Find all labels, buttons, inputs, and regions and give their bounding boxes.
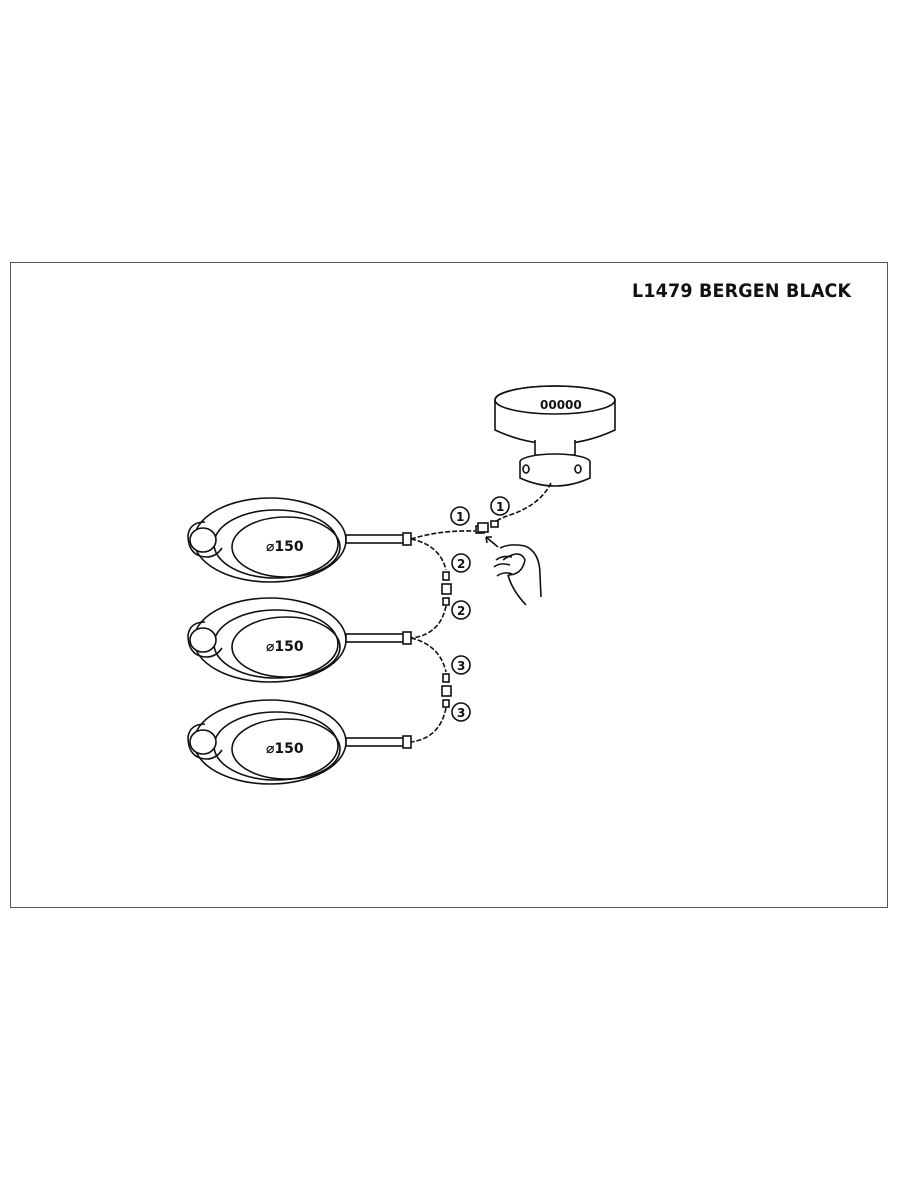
- step-marker-1a: 1: [450, 506, 470, 526]
- drawing-frame: [10, 262, 888, 908]
- svg-text:2: 2: [457, 604, 465, 618]
- product-title: L1479 BERGEN BLACK: [632, 280, 852, 302]
- step-marker-2b: 2: [451, 600, 471, 620]
- svg-text:3: 3: [457, 659, 465, 673]
- cable-connectors: [410, 520, 499, 743]
- lamp-head-1: ⌀150: [187, 497, 412, 583]
- svg-text:2: 2: [457, 557, 465, 571]
- lamp-2-diameter: ⌀150: [266, 639, 304, 655]
- lamp-1-diameter: ⌀150: [266, 539, 304, 555]
- step-marker-1b: 1: [490, 496, 510, 516]
- svg-text:1: 1: [496, 500, 504, 514]
- lamp-3-diameter: ⌀150: [266, 741, 304, 757]
- ceiling-canopy: 00000: [493, 385, 616, 524]
- canopy-vent-label: 00000: [540, 398, 582, 412]
- svg-text:3: 3: [457, 706, 465, 720]
- step-marker-3a: 3: [451, 655, 471, 675]
- lamp-head-3: ⌀150: [187, 699, 412, 785]
- svg-text:1: 1: [456, 510, 464, 524]
- lamp-head-2: ⌀150: [187, 597, 412, 683]
- step-marker-2a: 2: [451, 553, 471, 573]
- hand-illustration: [493, 544, 542, 606]
- step-marker-3b: 3: [451, 702, 471, 722]
